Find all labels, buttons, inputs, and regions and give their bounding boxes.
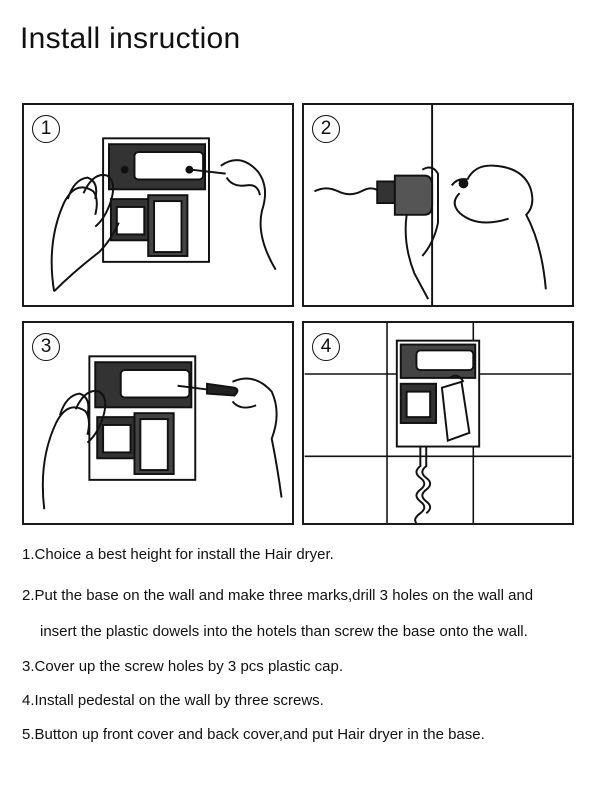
screw-base-illustration bbox=[41, 355, 283, 510]
step-4: 4.Install pedestal on the wall by three … bbox=[22, 692, 324, 709]
panel-number-3: 3 bbox=[32, 333, 60, 361]
mark-holes-illustration bbox=[50, 137, 277, 292]
step-5: 5.Button up front cover and back cover,a… bbox=[22, 726, 485, 743]
panel-number-4: 4 bbox=[312, 333, 340, 361]
step-2-continued: insert the plastic dowels into the hotel… bbox=[40, 623, 528, 640]
step-2: 2.Put the base on the wall and make thre… bbox=[22, 587, 534, 604]
illustration-panel-3: 3 bbox=[22, 321, 294, 525]
drill-illustration bbox=[314, 105, 547, 305]
mounted-hair-dryer-illustration bbox=[304, 323, 572, 523]
step-3: 3.Cover up the screw holes by 3 pcs plas… bbox=[22, 658, 343, 675]
step-1: 1.Choice a best height for install the H… bbox=[22, 546, 334, 563]
illustration-panel-2: 2 bbox=[302, 103, 574, 307]
panel-number-2: 2 bbox=[312, 115, 340, 143]
illustration-panel-4: 4 bbox=[302, 321, 574, 525]
page-title: Install insruction bbox=[20, 22, 241, 55]
illustration-panel-1: 1 bbox=[22, 103, 294, 307]
panel-number-1: 1 bbox=[32, 115, 60, 143]
